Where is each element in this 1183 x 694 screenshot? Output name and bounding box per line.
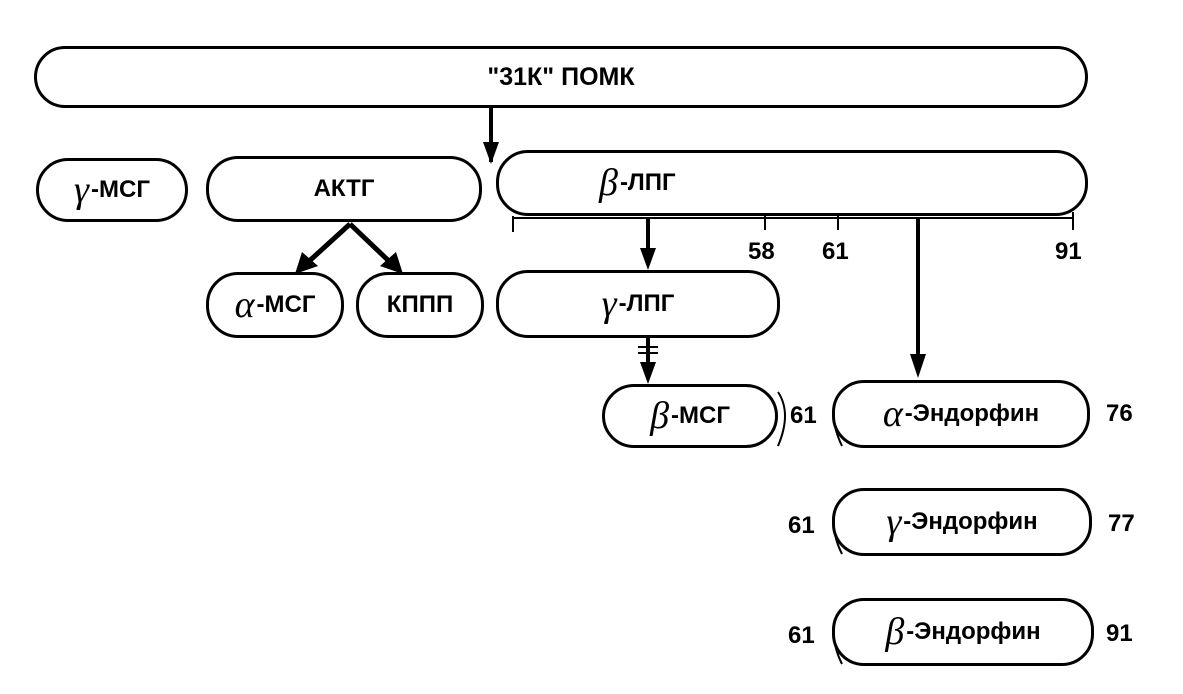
beta-endorphin-end-position: 91 [1106, 620, 1133, 647]
clip-label: КППП [386, 291, 454, 318]
acth-to-alpha-msh-arrowhead [295, 252, 318, 274]
gamma-symbol: γ [601, 283, 617, 325]
alpha-endorphin-label: -Эндорфин [904, 400, 1040, 427]
lph-position-91: 91 [1055, 238, 1082, 265]
beta-msh-label: -МСГ [671, 402, 730, 429]
lph-position-58: 58 [748, 238, 775, 265]
acth-to-clip-arrowhead [380, 252, 403, 274]
gamma-lph-label: -ЛПГ [618, 290, 675, 317]
lph-position-61: 61 [822, 238, 849, 265]
alpha-symbol: α [882, 393, 903, 435]
lph-to-endorphin-arrowhead [910, 354, 926, 378]
pomc-label: "31К" ПОМК [487, 62, 635, 91]
alpha-endorphin-box: α -Эндорфин [832, 380, 1090, 448]
clip-box: КППП [356, 272, 484, 338]
alpha-endorphin-end-position: 76 [1106, 400, 1133, 427]
gamma-msh-label: -МСГ [91, 176, 150, 203]
beta-endorphin-start-position: 61 [788, 622, 815, 649]
gamma-endorphin-label: -Эндорфин [903, 508, 1038, 535]
gamma-endorphin-start-position: 61 [788, 512, 815, 539]
acth-box: АКТГ [206, 156, 482, 222]
gamma-symbol: γ [886, 501, 902, 543]
pomc-cleavage-arrowhead [483, 142, 499, 164]
acth-label: АКТГ [313, 175, 375, 202]
beta-endorphin-box: β -Эндорфин [832, 598, 1094, 666]
alpha-msh-box: α -МСГ [206, 272, 344, 338]
acth-to-alpha-msh-arrow [304, 222, 352, 266]
beta-msh-box: β -МСГ [602, 384, 778, 448]
beta-symbol: β [885, 611, 905, 653]
beta-msh-end-position: 61 [790, 402, 817, 429]
gamma-msh-box: γ -МСГ [36, 158, 188, 222]
beta-lph-box: β -ЛПГ [496, 150, 1088, 216]
gamma-lph-to-beta-msh-arrowhead [640, 362, 656, 384]
pomc-box: "31К" ПОМК [34, 46, 1088, 108]
beta-symbol: β [599, 162, 618, 204]
alpha-msh-label: -МСГ [256, 291, 316, 318]
gamma-endorphin-box: γ -Эндорфин [832, 488, 1092, 556]
gamma-endorphin-end-position: 77 [1108, 510, 1135, 537]
gamma-lph-box: γ -ЛПГ [496, 270, 780, 338]
alpha-symbol: α [234, 284, 255, 326]
beta-endorphin-label: -Эндорфин [906, 618, 1041, 645]
gamma-symbol: γ [74, 169, 90, 211]
beta-msh-right-bracket [777, 391, 786, 447]
lph-to-gamma-lph-arrowhead [640, 248, 656, 270]
beta-symbol: β [650, 395, 669, 437]
acth-to-clip-arrow [348, 222, 394, 266]
beta-lph-label: -ЛПГ [619, 169, 676, 196]
